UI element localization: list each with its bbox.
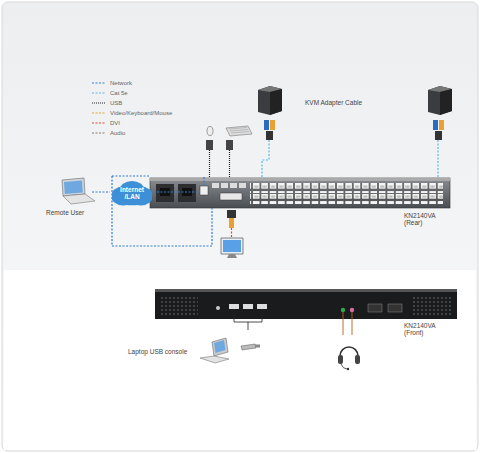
label: KN2140VA (Rear) <box>404 212 440 227</box>
cloud-text: Internet /LAN <box>112 186 152 200</box>
legend-text: Network <box>110 80 132 86</box>
legend-text: Cat 5e <box>110 90 128 96</box>
label: Remote User <box>46 209 84 216</box>
label: KN2140VA (Front) <box>404 322 440 337</box>
cloud-node: Internet /LAN <box>112 181 152 206</box>
legend-text: Audio <box>110 130 125 136</box>
legend-text: USB <box>110 100 122 106</box>
label: Laptop USB console <box>128 348 187 355</box>
label: KVM Adapter Cable <box>305 99 362 106</box>
legend-text: Video/Keyboard/Mouse <box>110 110 172 116</box>
legend-text: DVI <box>110 120 120 126</box>
